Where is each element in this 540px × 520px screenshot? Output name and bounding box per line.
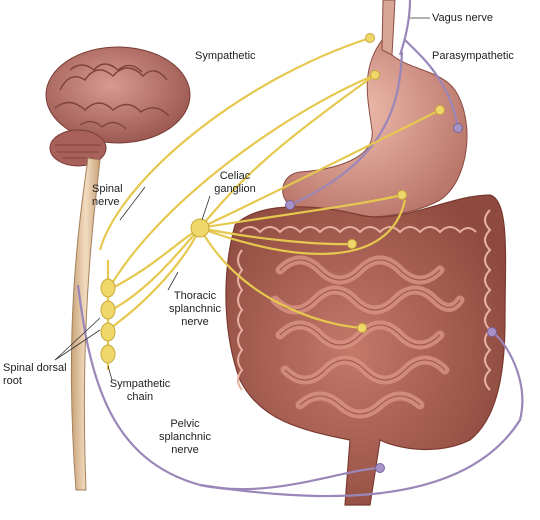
pelvic-splanchnic-nerve-label: Pelvic splanchnic nerve xyxy=(150,418,220,457)
spinal-nerve-label: Spinal nerve xyxy=(92,183,123,209)
label-leader-lines xyxy=(54,17,430,381)
sympathetic-chain-ganglia xyxy=(100,278,116,364)
celiac-ganglion-label-line2: ganglion xyxy=(214,183,256,195)
celiac-ganglion xyxy=(190,218,210,238)
thoracic-splanchnic-nerve-label: Thoracic splanchnic nerve xyxy=(160,290,230,329)
sympathetic-label: Sympathetic xyxy=(195,50,256,62)
vagus-nerve-label: Vagus nerve xyxy=(432,12,493,24)
spinal-dorsal-label-line2: root xyxy=(3,375,22,387)
small-intestine xyxy=(270,255,465,419)
vagus-branch-upper xyxy=(404,39,460,129)
pelvic-label-line1: Pelvic xyxy=(170,418,200,430)
celiac-ganglion-label-line1: Celiac xyxy=(219,170,251,182)
vagus-branch-lower xyxy=(289,51,404,207)
pelvic-splanchnic-nerve xyxy=(76,284,381,491)
spinal-dorsal-label-line1: Spinal dorsal xyxy=(3,362,67,374)
spinal-cord xyxy=(70,157,101,491)
pelvic-nerve-branch-colon xyxy=(199,331,524,498)
thoracic-label-line1: Thoracic xyxy=(173,290,217,302)
celiac-ganglion-label: Celiac ganglion xyxy=(205,170,265,196)
sympathetic-chain-label-line1: Sympathetic xyxy=(109,378,171,390)
parasympathetic-endpoints xyxy=(285,123,497,473)
sympathetic-chain-label: Sympathetic chain xyxy=(100,378,180,404)
sympathetic-chain-label-line2: chain xyxy=(126,391,154,403)
sympathetic-endpoints xyxy=(347,33,445,333)
spinal-dorsal-root-label: Spinal dorsal root xyxy=(3,362,67,388)
large-intestine xyxy=(225,194,507,506)
brain xyxy=(45,46,191,167)
spinal-nerve-label-line2: nerve xyxy=(92,196,120,208)
spinal-nerve xyxy=(98,36,371,251)
spinal-nerve-label-line1: Spinal xyxy=(92,183,123,195)
parasympathetic-label: Parasympathetic xyxy=(432,50,514,62)
vagus-nerve-trunk xyxy=(398,0,412,56)
thoracic-label-line3: nerve xyxy=(181,316,209,328)
pelvic-label-line2: splanchnic xyxy=(159,431,211,443)
pelvic-label-line3: nerve xyxy=(171,444,199,456)
thoracic-label-line2: splanchnic xyxy=(169,303,221,315)
parasympathetic-nerves xyxy=(76,0,524,498)
